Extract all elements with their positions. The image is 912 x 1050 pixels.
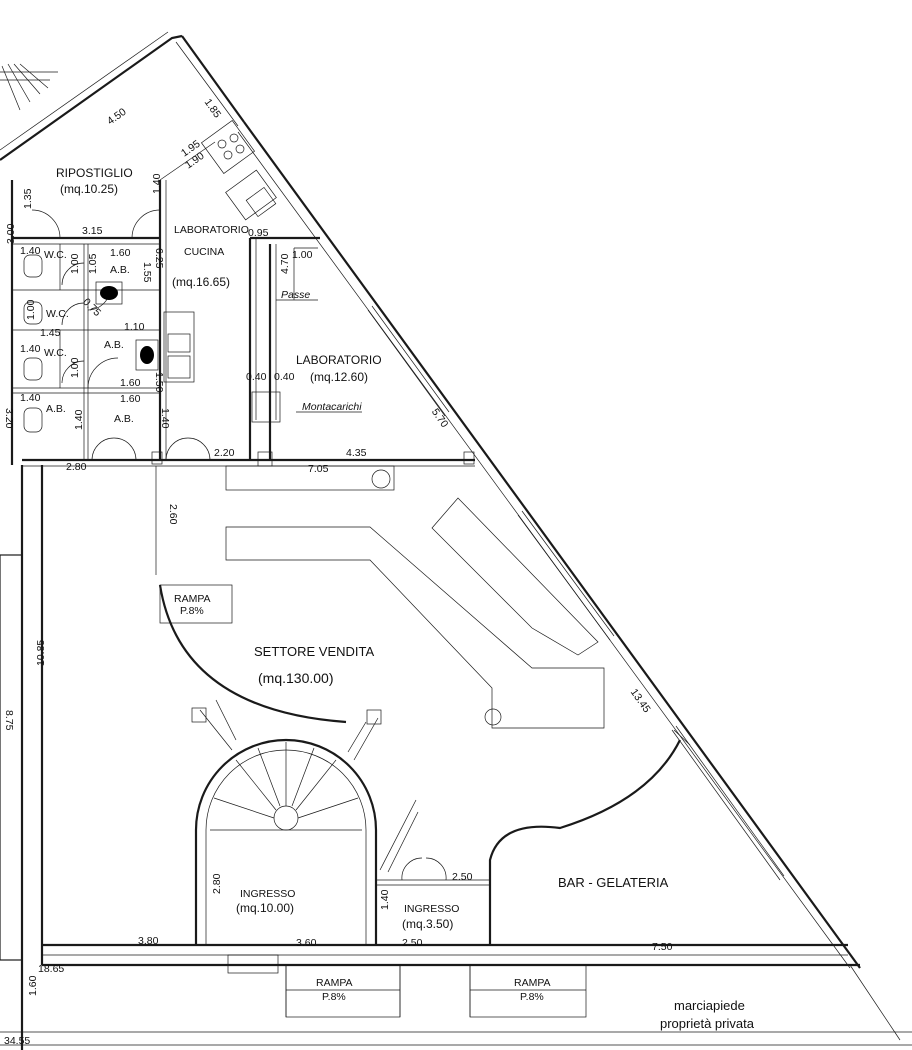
wc3-label: W.C. [44, 347, 67, 359]
lab-cucina-area: (mq.16.65) [172, 275, 230, 289]
dim-1-45: 1.45 [40, 327, 61, 339]
settore-vendita-area: (mq.130.00) [258, 670, 333, 686]
dim-1-40-b: 1.40 [20, 245, 41, 257]
proprieta-label: proprietà privata [660, 1016, 755, 1031]
dim-1-40-a: 1.40 [151, 173, 163, 194]
dim-1-40-d: 1.40 [20, 392, 41, 404]
dim-1-10: 1.10 [124, 321, 145, 333]
dim-1-00-d: 1.00 [69, 357, 81, 378]
dim-13-45: 13.45 [628, 687, 653, 716]
dim-1-40-e: 1.40 [159, 408, 171, 429]
sales-area-geometry [155, 466, 691, 945]
passe-label: Passe [281, 289, 310, 301]
bar-gelateria-name: BAR - GELATERIA [558, 875, 669, 890]
room-labels: RIPOSTIGLIO (mq.10.25) LABORATORIO CUCIN… [44, 166, 755, 1031]
dim-1-05: 1.05 [87, 253, 99, 274]
montacarichi-label: Montacarichi [302, 401, 362, 413]
stair-fragment-top-left [0, 63, 58, 111]
dim-4-35: 4.35 [346, 447, 367, 459]
doors [31, 209, 447, 881]
dim-1-60-d: 1.60 [27, 975, 39, 996]
dim-4-70: 4.70 [279, 253, 291, 274]
dim-1-55: 1.55 [141, 262, 153, 283]
dim-1-35: 1.35 [22, 188, 34, 209]
dim-3-60: 3.60 [296, 937, 317, 949]
settore-vendita-name: SETTORE VENDITA [254, 644, 374, 659]
wc2-label: W.C. [46, 308, 69, 320]
dim-0-95: 0.95 [248, 227, 269, 239]
interior-walls [12, 141, 475, 467]
dim-3-00: 3.00 [5, 223, 17, 244]
dim-3-20: 3.20 [3, 408, 15, 429]
dim-0-40-b: 0.40 [274, 371, 295, 383]
rampa-right-slope: P.8% [520, 991, 544, 1003]
laboratorio-area: (mq.12.60) [310, 370, 368, 384]
dim-1-00-c: 1.00 [25, 299, 37, 320]
dim-1-60-b: 1.60 [120, 377, 141, 389]
ingresso-main-name: INGRESSO [240, 888, 295, 900]
entrance-ramps [159, 584, 587, 1018]
dim-1-00-a: 1.00 [69, 253, 81, 274]
outer-walls [0, 31, 912, 1050]
dim-1-60-c: 1.60 [120, 393, 141, 405]
dim-2-80-b: 2.80 [211, 873, 223, 894]
dim-2-80-a: 2.80 [66, 461, 87, 473]
dim-1-40-g: 1.40 [379, 889, 391, 910]
fixtures [23, 119, 605, 729]
dim-1-60-a: 1.60 [110, 247, 131, 259]
dim-3-80: 3.80 [138, 935, 159, 947]
dim-2-50-a: 2.50 [452, 871, 473, 883]
lab-cucina-line2: CUCINA [184, 246, 224, 258]
rampa-right-label: RAMPA [514, 977, 551, 989]
hatched-wall-strip [0, 554, 23, 961]
rampa-sales-slope: P.8% [180, 605, 204, 617]
dim-7-50: 7.50 [652, 941, 673, 953]
dim-8-75: 8.75 [3, 710, 15, 731]
dim-2-20: 2.20 [214, 447, 235, 459]
dim-6-25: 6.25 [153, 248, 165, 269]
dim-2-60: 2.60 [167, 504, 179, 525]
dim-34-55: 34.55 [4, 1035, 30, 1047]
dim-7-05: 7.05 [308, 463, 329, 475]
ab1-label: A.B. [110, 264, 130, 276]
laboratorio-name: LABORATORIO [296, 353, 382, 367]
dim-2-50-b: 2.50 [402, 937, 423, 949]
dim-3-15: 3.15 [82, 225, 103, 237]
dim-1-40-c: 1.40 [20, 343, 41, 355]
dim-1-50: 1.50 [153, 372, 165, 393]
ingresso-small-area: (mq.3.50) [402, 917, 453, 931]
marciapiede-label: marciapiede [674, 998, 745, 1013]
dim-1-00-b: 1.00 [292, 249, 313, 261]
wc1-label: W.C. [44, 249, 67, 261]
dim-10-85: 10.85 [35, 640, 47, 666]
dim-1-85: 1.85 [202, 97, 224, 121]
rampa-left-label: RAMPA [316, 977, 353, 989]
lab-cucina-line1: LABORATORIO [174, 224, 249, 236]
ripostiglio-area: (mq.10.25) [60, 182, 118, 196]
ingresso-main-area: (mq.10.00) [236, 901, 294, 915]
rampa-sales-label: RAMPA [174, 593, 211, 605]
ab4-label: A.B. [114, 413, 134, 425]
dim-18-65: 18.65 [38, 963, 64, 975]
ab3-label: A.B. [46, 403, 66, 415]
dim-1-40-f: 1.40 [73, 409, 85, 430]
ingresso-small-name: INGRESSO [404, 903, 459, 915]
rampa-left-slope: P.8% [322, 991, 346, 1003]
ab2-label: A.B. [104, 339, 124, 351]
dimension-labels: 4.50 1.85 1.95 1.90 1.40 1.35 3.15 3.00 … [3, 97, 673, 1047]
ripostiglio-name: RIPOSTIGLIO [56, 166, 133, 180]
dim-4-50: 4.50 [105, 106, 129, 128]
dim-0-40-a: 0.40 [246, 371, 267, 383]
